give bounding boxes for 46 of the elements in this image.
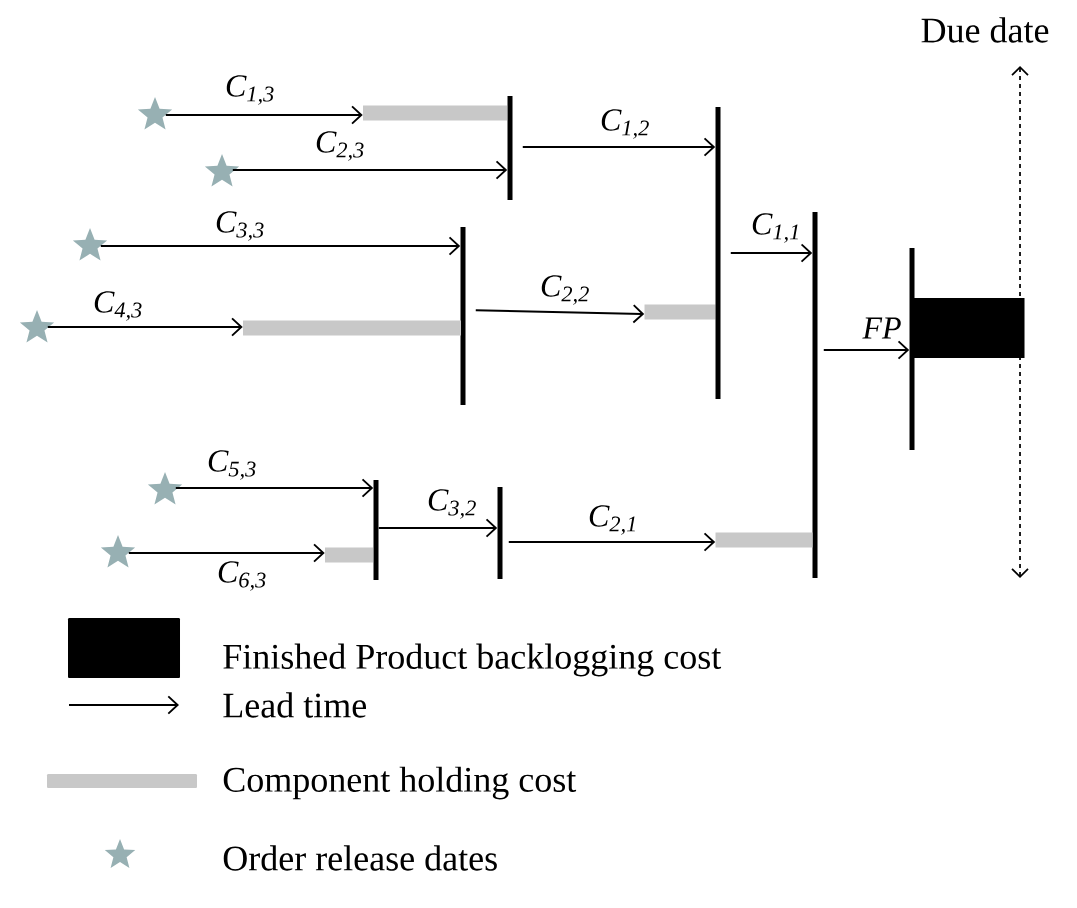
arrow bbox=[507, 532, 716, 552]
edge-label: C$_{2,2}$ bbox=[538, 273, 592, 307]
legend-text: Order release dates bbox=[223, 845, 497, 871]
legend-text: Lead time bbox=[223, 692, 366, 718]
star-marker bbox=[204, 154, 240, 187]
assembly-bar bbox=[373, 480, 379, 580]
edge-label: C$_{6,3}$ bbox=[215, 559, 269, 593]
legend-text: Finished Product backlogging cost bbox=[223, 643, 722, 677]
arrow bbox=[231, 160, 508, 180]
edge-label: C$_{1,3}$ bbox=[223, 73, 277, 107]
assembly-bar bbox=[497, 487, 503, 579]
edge-label: C$_{4,3}$ bbox=[91, 289, 145, 323]
star-marker bbox=[147, 472, 183, 505]
arrow bbox=[474, 304, 645, 324]
edge-label: C$_{1,2}$ bbox=[598, 107, 652, 141]
assembly-bar bbox=[460, 227, 466, 405]
arrow bbox=[127, 543, 325, 563]
holding-cost-bar bbox=[243, 320, 461, 336]
arrow bbox=[377, 518, 498, 538]
due-date-label: Due date bbox=[921, 17, 1049, 43]
holding-cost-bar bbox=[715, 532, 813, 548]
edge-label: C$_{2,3}$ bbox=[313, 129, 367, 163]
arrow bbox=[729, 243, 813, 263]
assembly-bar bbox=[715, 107, 721, 399]
assembly-bar bbox=[507, 96, 513, 200]
edge-label: C$_{3,3}$ bbox=[213, 209, 267, 243]
assembly-bar bbox=[812, 212, 818, 578]
arrow bbox=[164, 105, 363, 125]
edge-label: C$_{3,2}$ bbox=[425, 487, 479, 521]
star-marker bbox=[72, 228, 108, 261]
arrow bbox=[174, 478, 374, 498]
arrow bbox=[46, 317, 243, 337]
arrow bbox=[521, 137, 716, 157]
arrow bbox=[99, 236, 461, 256]
star-marker bbox=[137, 97, 173, 130]
star-marker bbox=[100, 535, 136, 568]
holding-cost-bar bbox=[644, 304, 716, 320]
arrow bbox=[822, 340, 910, 360]
legend-text: Component holding cost bbox=[223, 766, 577, 800]
edge-label: FP bbox=[861, 316, 903, 340]
edge-label: C$_{5,3}$ bbox=[205, 448, 259, 482]
star-marker bbox=[19, 310, 55, 343]
holding-cost-bar bbox=[363, 105, 507, 121]
edge-label: C$_{2,1}$ bbox=[586, 503, 640, 537]
edge-label: C$_{1,1}$ bbox=[749, 211, 803, 245]
holding-cost-bar bbox=[325, 547, 373, 563]
